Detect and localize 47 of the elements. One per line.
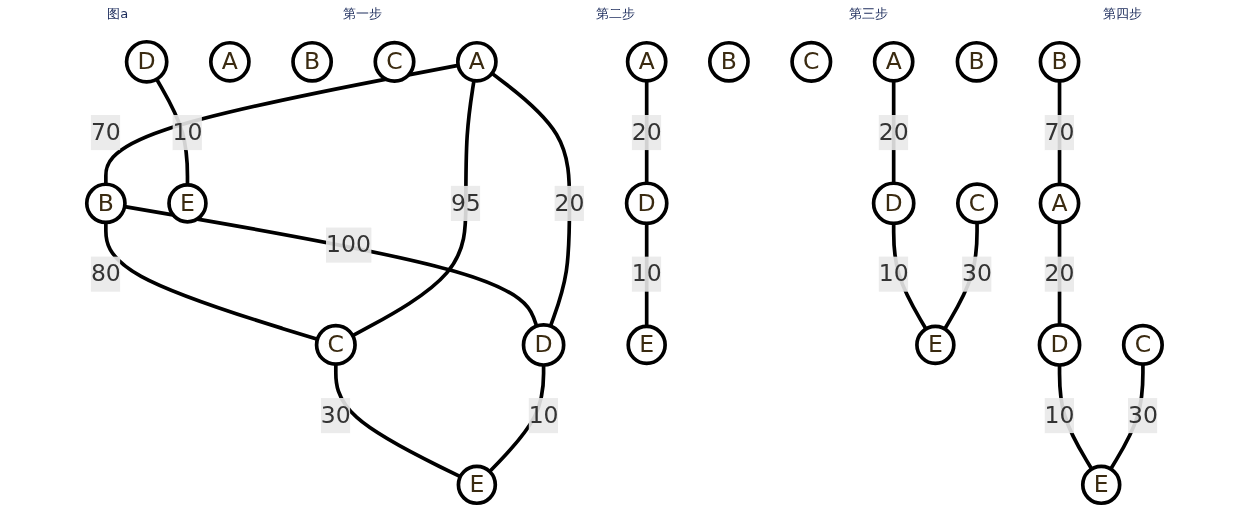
step-caption: 第四步 xyxy=(1102,5,1142,23)
edge-weight: 80 xyxy=(90,256,121,292)
edge-weight: 20 xyxy=(554,185,585,221)
edge-weight: 100 xyxy=(326,227,371,263)
step-caption: 第一步 xyxy=(342,5,382,23)
vertex-circle: C xyxy=(790,40,833,83)
vertex-circle: B xyxy=(708,40,750,83)
vertex-circle: A xyxy=(456,40,498,83)
vertex-circle: D xyxy=(871,181,916,226)
step-caption: 第三步 xyxy=(849,5,889,23)
edge-weight: 95 xyxy=(450,185,481,221)
vertex-circle: A xyxy=(625,40,668,83)
edge-weight: 30 xyxy=(962,256,993,292)
vertex-circle: E xyxy=(1081,464,1122,506)
vertex-circle: E xyxy=(456,464,498,506)
edge-weight: 10 xyxy=(1044,398,1075,434)
edge-weight: 30 xyxy=(1128,398,1158,434)
step-caption: 第二步 xyxy=(596,5,635,23)
vertex-circle: E xyxy=(626,324,667,366)
vertex-circle: D xyxy=(521,322,566,367)
vertex-circle: D xyxy=(624,181,669,226)
edge-weight: 10 xyxy=(631,256,662,292)
step-caption: 图a xyxy=(107,5,129,23)
vertex-circle: D xyxy=(1037,322,1082,367)
vertex-circle: C xyxy=(373,40,416,83)
edge-weight: 30 xyxy=(320,398,351,434)
vertex-circle: A xyxy=(209,40,251,83)
vertex-circle: A xyxy=(1038,182,1081,225)
edge-weight: 70 xyxy=(90,114,121,151)
vertex-circle: E xyxy=(915,324,956,366)
vertex-circle: D xyxy=(124,39,169,84)
edge-weight: 10 xyxy=(528,398,559,434)
vertex-circle: B xyxy=(955,40,998,83)
edge-weight: 70 xyxy=(1044,114,1075,151)
edge-weight: 20 xyxy=(878,114,909,151)
vertex-circle: C xyxy=(1121,323,1165,366)
edge-weight: 20 xyxy=(631,114,662,151)
vertex-circle: E xyxy=(167,183,208,224)
vertex-circle: C xyxy=(956,182,999,225)
vertex-circle: B xyxy=(1038,40,1081,83)
edge-weight: 10 xyxy=(172,114,203,151)
edge-weight: 20 xyxy=(1044,256,1075,292)
edge-weight: 10 xyxy=(878,256,909,292)
vertex-circle: A xyxy=(872,40,915,83)
vertex-circle: B xyxy=(84,182,127,225)
vertex-circle: C xyxy=(314,323,357,366)
vertex-circle: B xyxy=(291,40,334,83)
